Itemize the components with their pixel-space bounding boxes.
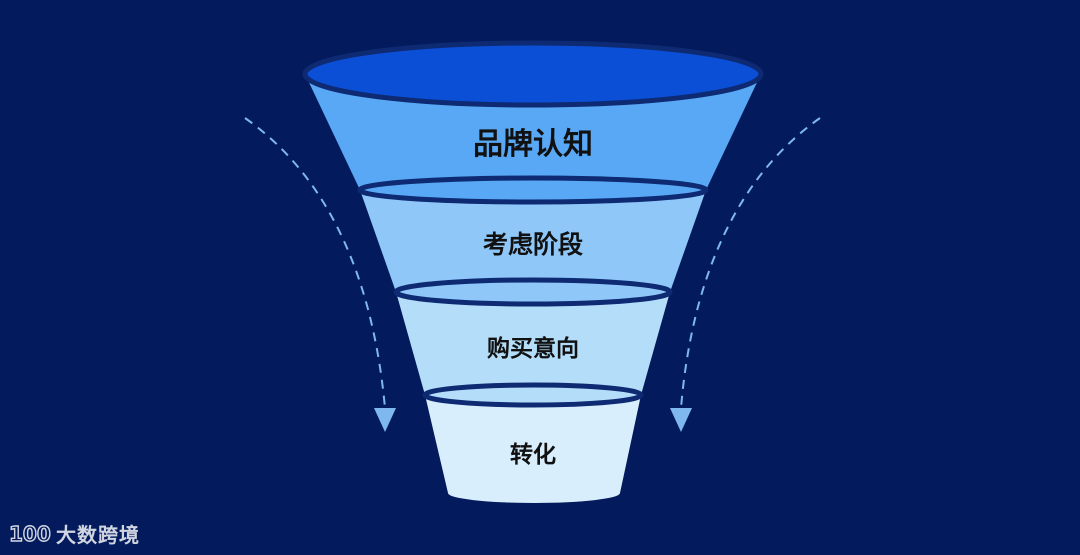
stage-label-brand-awareness: 品牌认知 (473, 127, 593, 162)
rim-2 (393, 277, 673, 307)
right-flow-arrow (670, 117, 821, 432)
watermark: 100 大数跨境 (8, 517, 140, 549)
stage-label-conversion: 转化 (510, 441, 556, 468)
left-arrow-head-icon (374, 408, 396, 432)
stage-label-consideration: 考虑阶段 (483, 230, 583, 259)
funnel-top-opening (302, 40, 764, 108)
funnel-stage-2: 考虑阶段 (360, 190, 706, 307)
funnel-stage-3: 购买意向 (396, 292, 670, 408)
watermark-logo-icon: 100 (8, 521, 51, 546)
rim-3 (422, 382, 644, 408)
rim-1 (357, 175, 709, 205)
left-flow-arrow (244, 117, 396, 432)
right-arrow-head-icon (670, 408, 692, 432)
stage-label-purchase-intent: 购买意向 (487, 335, 579, 362)
funnel-stage-4: 转化 (425, 395, 641, 503)
watermark-text: 大数跨境 (56, 522, 140, 547)
svg-text:100: 100 (9, 522, 51, 546)
funnel-stage-1: 品牌认知 (305, 74, 761, 205)
